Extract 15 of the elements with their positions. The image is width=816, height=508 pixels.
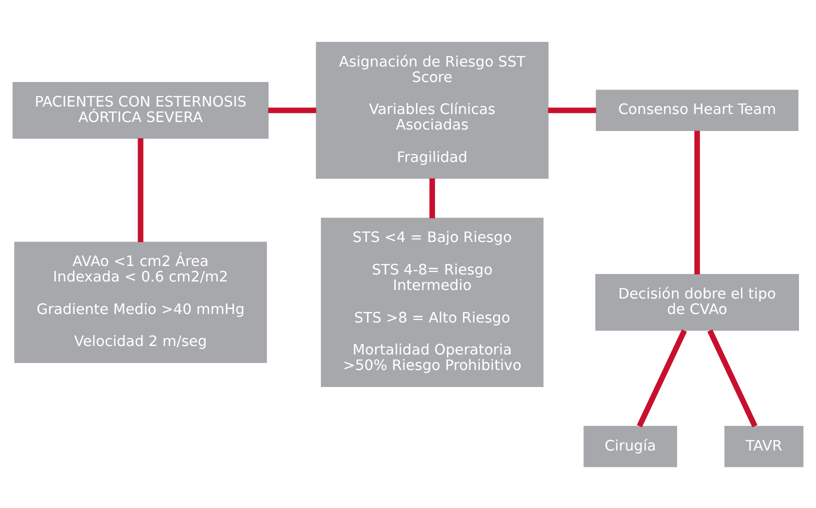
node-box: STS <4 = Bajo Riesgo STS 4-8= Riesgo Intermedio STS >8 = Alto Riesgo Mortalidad Operatoria >50% Riesgo Prohibitivo	[320, 217, 544, 386]
node-box: PACIENTES CON ESTERNOSIS AÓRTICA SEVERA	[12, 81, 269, 138]
connector	[268, 107, 316, 113]
node-box: Consenso Heart Team	[596, 89, 798, 130]
connector	[707, 328, 758, 427]
connector	[429, 178, 435, 218]
node-box: TAVR	[724, 425, 804, 467]
node-box: AVAo <1 cm2 Área Indexada < 0.6 cm2/m2 Gradiente Medio >40 mmHg Velocidad 2 m/seg	[14, 241, 267, 363]
node-box: Decisión dobre el tipo de CVAo	[595, 273, 799, 330]
connector	[138, 138, 144, 242]
node-box: Asignación de Riesgo SST Score Variables Clínicas Asociadas Fragilidad	[316, 41, 549, 178]
node-box: Cirugía	[584, 425, 678, 467]
connector	[694, 130, 700, 274]
connector	[548, 107, 596, 113]
connector	[636, 328, 687, 427]
